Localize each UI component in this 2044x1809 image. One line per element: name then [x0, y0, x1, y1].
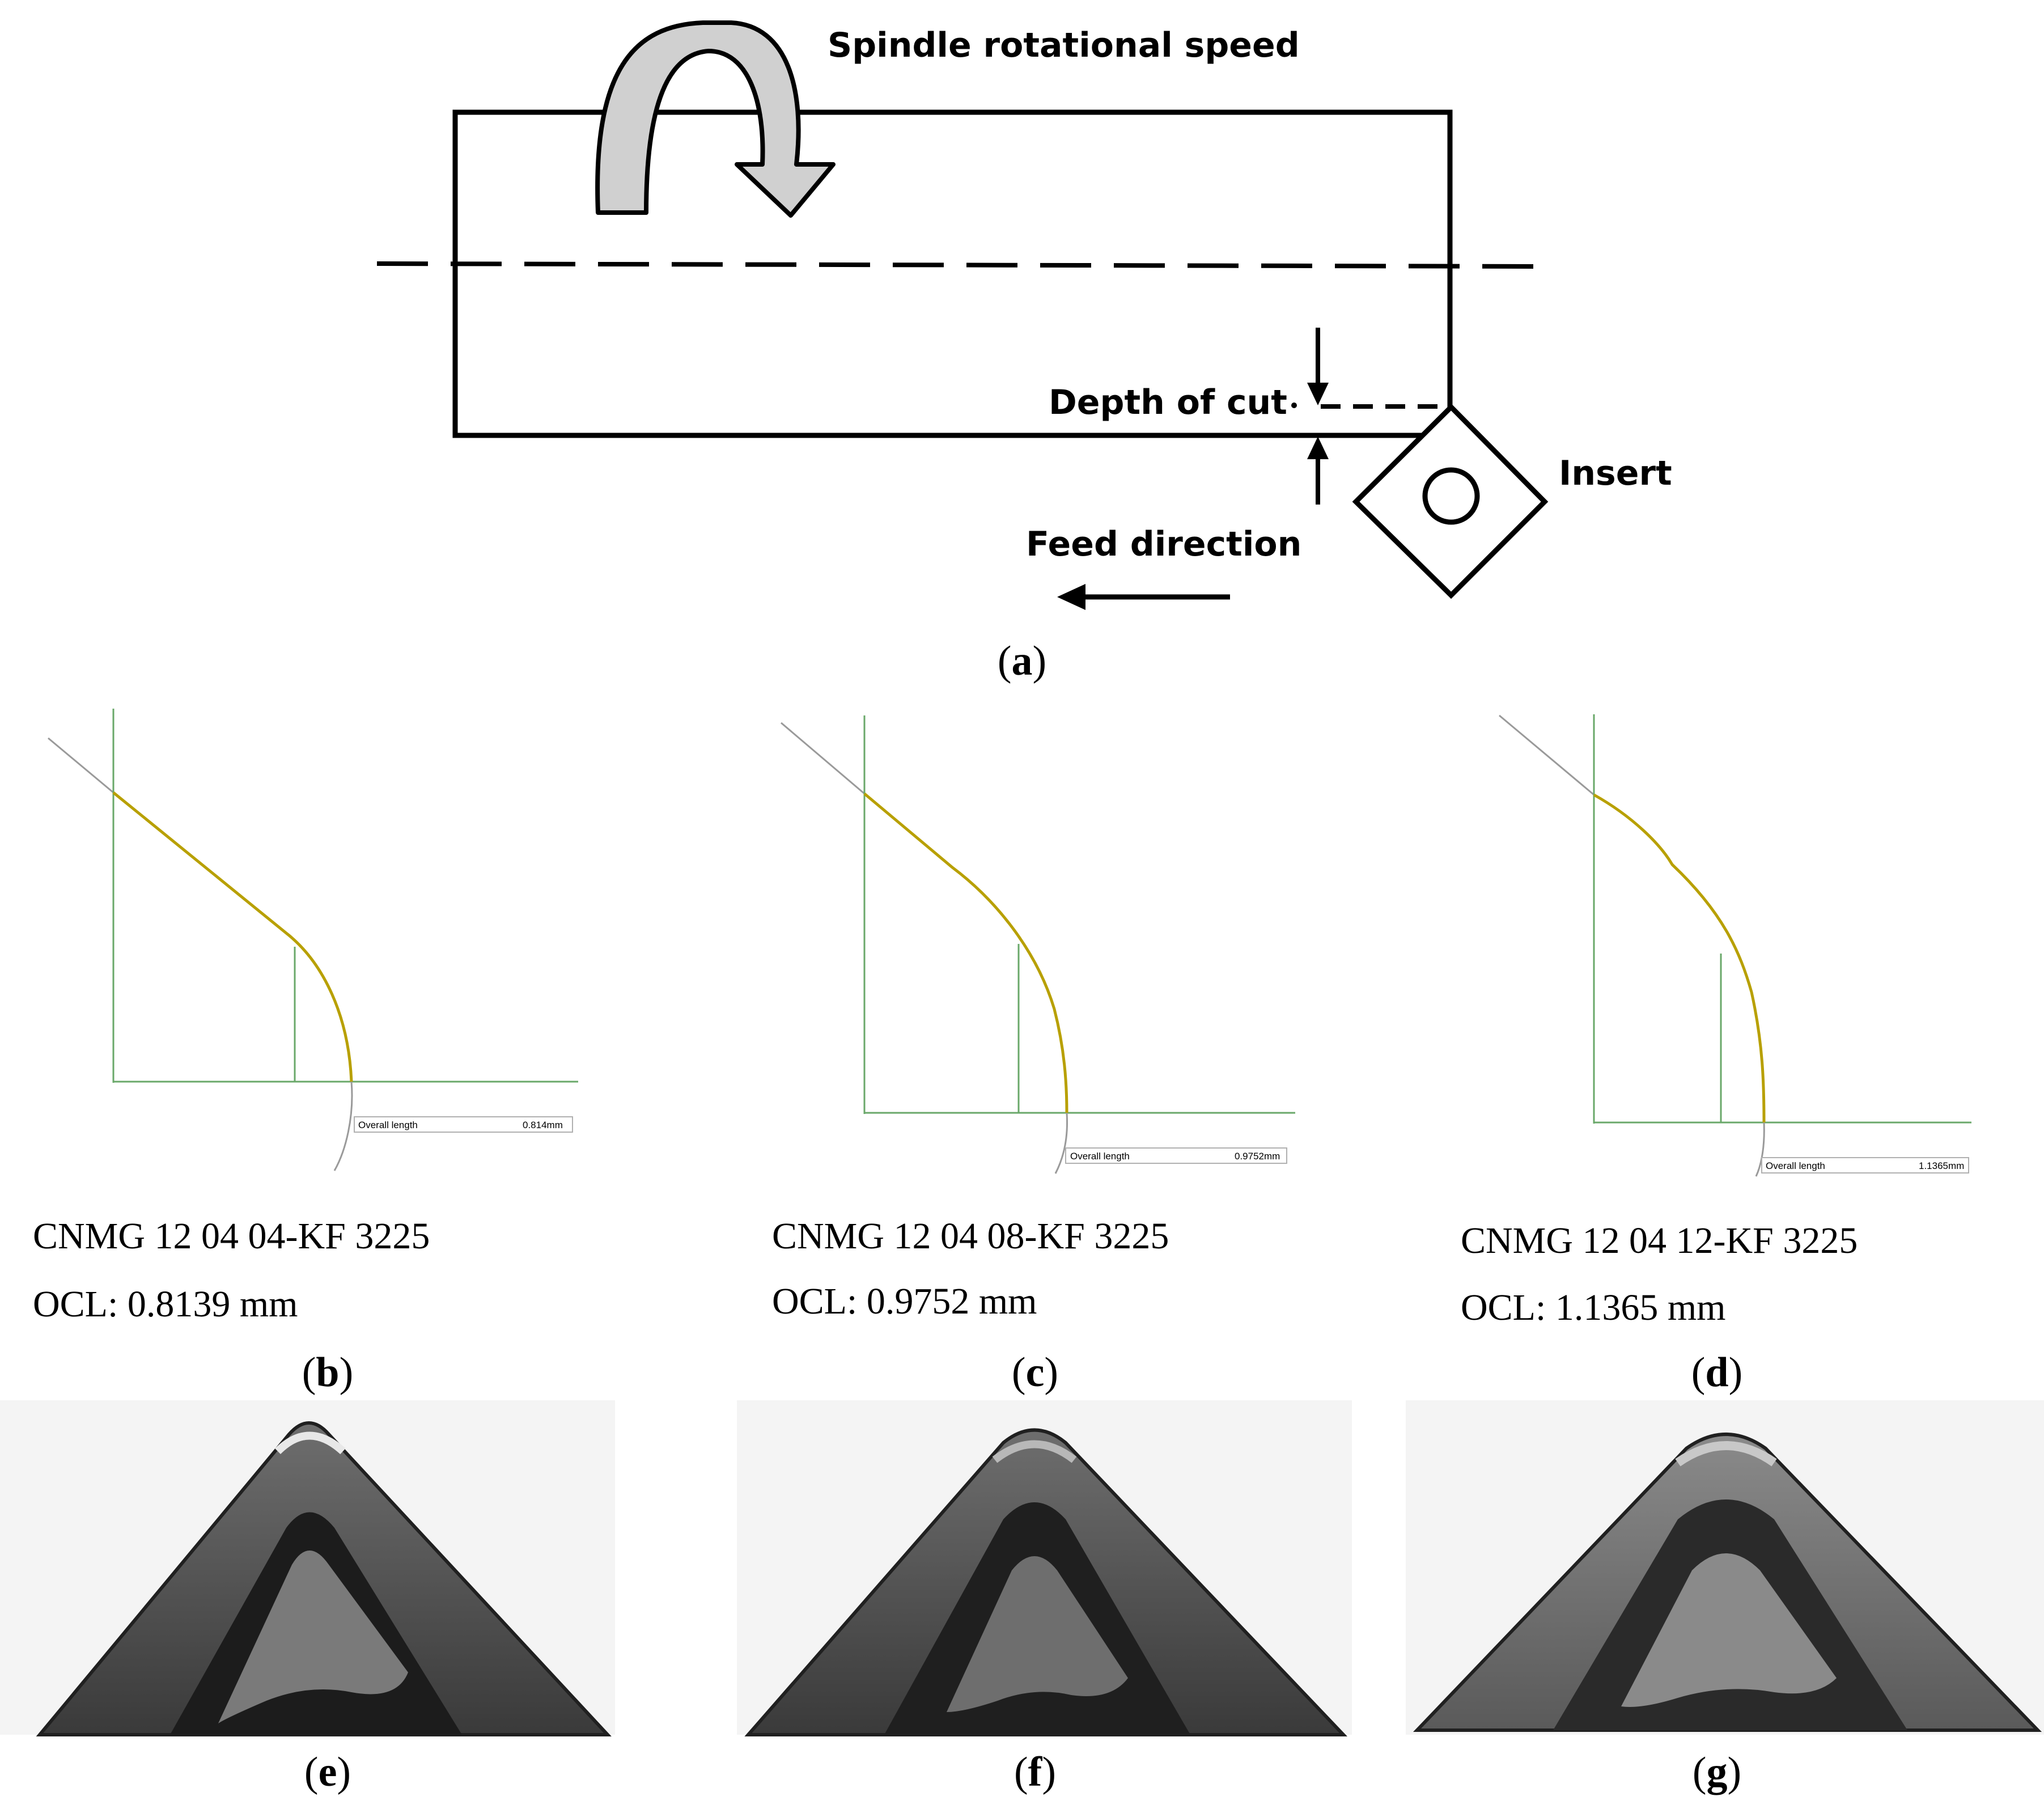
profile-curve [863, 793, 1068, 1113]
overall-length-label: Overall length [1766, 1160, 1825, 1171]
panel-a: Spindle rotational speed Depth of cut In… [376, 20, 1672, 684]
overall-length-value: 1.1365mm [1919, 1160, 1964, 1171]
panel-e-photo: (e) [0, 1400, 615, 1795]
overall-length-label: Overall length [358, 1120, 418, 1130]
overall-length-value: 0.9752mm [1235, 1151, 1280, 1162]
overall-length-value: 0.814mm [523, 1120, 563, 1130]
profile-curve [1593, 793, 1766, 1123]
ocl-value: OCL: 0.9752 mm [772, 1281, 1037, 1322]
rake-face [218, 1550, 408, 1723]
caption-a: (a) [998, 638, 1046, 684]
overall-length-label: Overall length [1070, 1151, 1130, 1162]
insert-designation: CNMG 12 04 04-KF 3225 [33, 1215, 430, 1257]
caption-b: (b) [302, 1349, 353, 1396]
tip-highlight [992, 1440, 1077, 1463]
spindle-speed-label: Spindle rotational speed [828, 26, 1300, 65]
caption-d: (d) [1691, 1349, 1742, 1396]
panel-f-photo: (f) [737, 1400, 1352, 1795]
caption-g: (g) [1693, 1749, 1741, 1795]
panel-d: Overall length 1.1365mm CNMG 12 04 12-KF… [1461, 714, 1971, 1396]
insert-hole [1422, 467, 1480, 525]
workpiece [452, 109, 1453, 438]
gray-diagonal [48, 737, 114, 794]
ocl-value: OCL: 1.1365 mm [1461, 1287, 1726, 1328]
overall-length-field [354, 1116, 573, 1133]
overall-length-field [1065, 1147, 1287, 1164]
rake-face [947, 1556, 1128, 1712]
gray-diagonal [1499, 714, 1595, 796]
caption-c: (c) [1012, 1349, 1058, 1396]
panel-g-photo: (g) [1406, 1400, 2044, 1795]
gray-arc [1054, 1112, 1068, 1174]
panel-c: Overall length 0.9752mm CNMG 12 04 08-KF… [772, 715, 1295, 1396]
rake-face [1621, 1553, 1837, 1707]
insert-designation: CNMG 12 04 08-KF 3225 [772, 1215, 1169, 1257]
ocl-value: OCL: 0.8139 mm [33, 1283, 298, 1325]
gray-arc [1755, 1122, 1765, 1177]
insert-shape [1352, 403, 1549, 599]
insert-designation: CNMG 12 04 12-KF 3225 [1461, 1220, 1858, 1261]
gray-arc [333, 1081, 353, 1171]
depth-label: Depth of cut [1049, 383, 1287, 422]
feed-arrow-head [1057, 584, 1085, 610]
feed-label: Feed direction [1026, 524, 1301, 564]
caption-e: (e) [304, 1749, 351, 1795]
tip-highlight [275, 1431, 346, 1455]
panel-b: Overall length 0.814mm CNMG 12 04 04-KF … [33, 709, 578, 1396]
spindle-axis-line [376, 261, 1545, 269]
profile-curve [112, 791, 353, 1082]
tip-highlight [1675, 1441, 1777, 1467]
rotation-arrow [595, 20, 836, 218]
overall-length-field [1761, 1157, 1969, 1173]
depth-arrow-top-head [1307, 383, 1329, 405]
depth-dot [1291, 403, 1297, 408]
insert-label: Insert [1559, 454, 1672, 493]
depth-arrow-bottom-head [1307, 437, 1329, 459]
caption-f: (f) [1014, 1749, 1056, 1795]
gray-diagonal [781, 722, 865, 795]
